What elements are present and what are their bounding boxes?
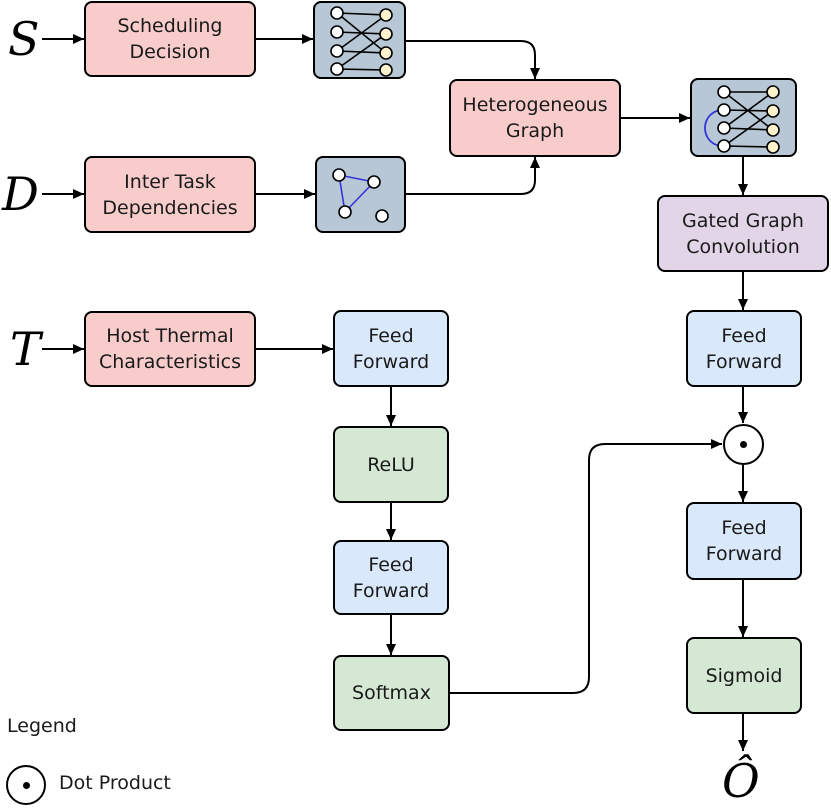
feed-forward-left-1-box: Feed Forward [333, 310, 449, 387]
legend-dot-product-label: Dot Product [59, 772, 171, 794]
sigmoid-box: Sigmoid [686, 637, 802, 714]
output-o-hat-label: Ô [722, 754, 760, 808]
host-thermal-characteristics-box: Host Thermal Characteristics [84, 311, 256, 387]
feed-forward-left-2-box: Feed Forward [333, 540, 449, 615]
inter-task-dependencies-box: Inter Task Dependencies [84, 156, 256, 233]
legend-dot-product-icon [6, 765, 46, 805]
bipartite-graph-icon [313, 1, 406, 79]
heterogeneous-graph-box: Heterogeneous Graph [449, 79, 621, 157]
feed-forward-right-1-box: Feed Forward [686, 310, 802, 387]
input-d-label: D [2, 167, 39, 221]
input-s-label: S [8, 12, 40, 66]
scheduling-decision-box: Scheduling Decision [84, 1, 256, 77]
input-t-label: T [10, 322, 41, 376]
heterogeneous-graph-icon [690, 78, 797, 157]
feed-forward-right-2-box: Feed Forward [686, 502, 802, 580]
dot-product-node [723, 424, 764, 465]
softmax-box: Softmax [333, 655, 450, 731]
legend-title: Legend [7, 715, 77, 737]
dependency-graph-icon [315, 156, 406, 233]
relu-box: ReLU [333, 426, 449, 503]
arrow-dependency-graph-to-heterogeneous [406, 157, 540, 195]
arrow-softmax-to-dot [450, 439, 722, 694]
gated-graph-convolution-box: Gated Graph Convolution [657, 195, 829, 272]
arrow-bipartite-to-heterogeneous [406, 40, 540, 79]
